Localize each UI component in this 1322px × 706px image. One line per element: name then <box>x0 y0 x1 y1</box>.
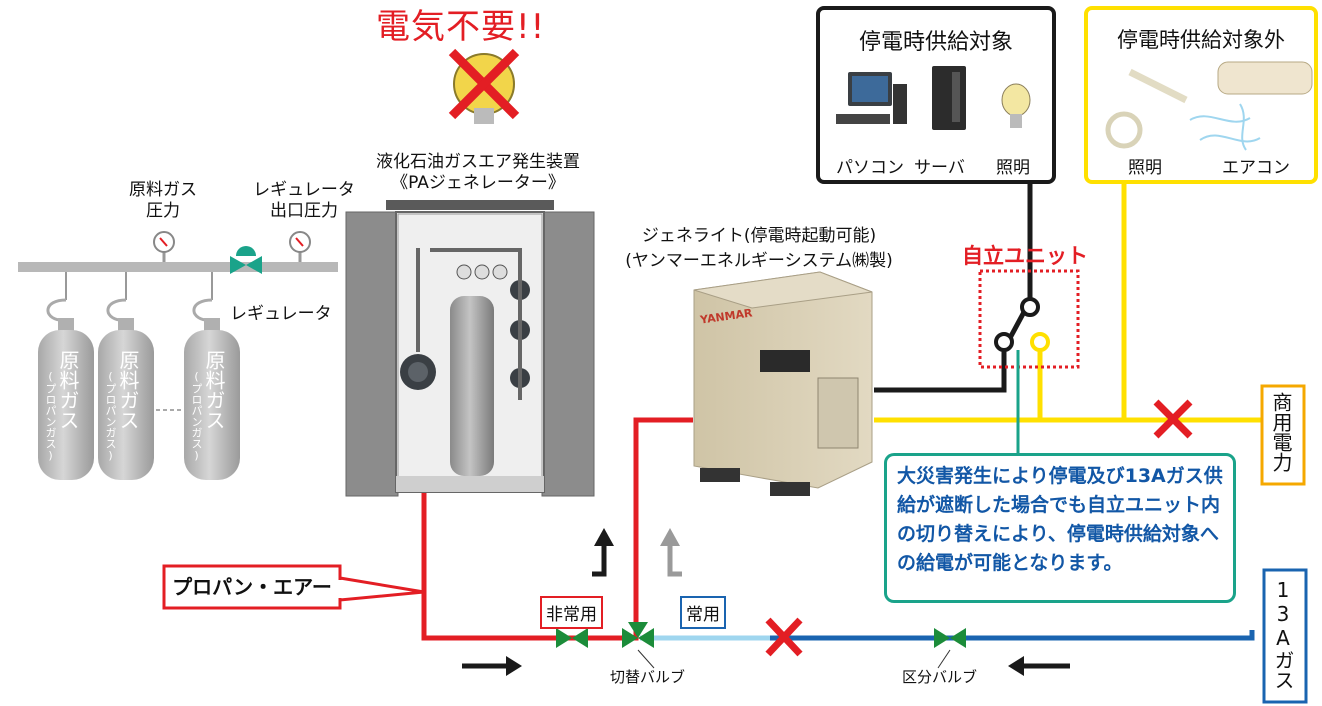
backup-item-server: サーバ <box>914 158 965 178</box>
section-valve-icon <box>934 628 966 648</box>
light-bulb-icon <box>1001 83 1031 128</box>
no-electricity-x-mark <box>448 48 520 120</box>
power-cut-x-mark <box>1153 399 1193 439</box>
emergency-flow-arrow <box>592 528 614 577</box>
switch-contact-left <box>994 332 1014 352</box>
gas-cut-x-mark <box>765 617 803 657</box>
air-conditioner-icon <box>1189 61 1313 151</box>
pc-icon <box>836 72 907 124</box>
generator-label-line2: (ヤンマーエネルギーシステム㈱製) <box>625 250 893 271</box>
commercial-power-line <box>874 182 1262 423</box>
switch-contact-top <box>1020 297 1040 317</box>
switch-contact-right <box>1030 332 1050 352</box>
emergency-tag: 非常用 <box>540 596 603 629</box>
generator-unit <box>693 271 873 496</box>
cylinder-3-label: 原料ガス <box>202 350 226 430</box>
no-electricity-label: 電気不要!! <box>376 7 546 47</box>
commercial-power-label: 商用電力 <box>1269 392 1293 472</box>
backup-item-light: 照明 <box>996 158 1030 178</box>
device-title-line2: 《PAジェネレーター》 <box>391 173 565 194</box>
flow-arrow-right <box>462 656 522 676</box>
emergency-valve <box>556 628 588 648</box>
generator-label-line1: ジェネライト(停電時起動可能) <box>641 226 877 246</box>
cylinder-1-label: 原料ガス <box>56 350 80 430</box>
device-title-line1: 液化石油ガスエア発生装置 <box>376 152 580 172</box>
generator-label: ジェネライト(停電時起動可能) (ヤンマーエネルギーシステム㈱製) <box>614 224 904 273</box>
reg-pressure-line1: レギュレータ <box>253 180 355 200</box>
pa-generator-cabinet <box>345 200 595 497</box>
cylinder-3-sublabel: (プロパンガス) <box>190 370 203 462</box>
backup-target-title: 停電時供給対象 <box>858 30 1013 55</box>
gas-13a-label: 13Aガス <box>1271 578 1295 690</box>
backup-item-pc: パソコン <box>836 158 904 178</box>
normal-flow-arrow <box>660 528 682 577</box>
gas-13a-box <box>1262 568 1308 704</box>
raw-gas-pressure-label: 原料ガス 圧力 <box>118 180 208 223</box>
flow-arrow-left <box>1008 656 1070 676</box>
non-target-item-light: 照明 <box>1128 158 1162 178</box>
raw-pressure-line2: 圧力 <box>146 201 180 222</box>
propane-air-callout-gap <box>338 580 343 598</box>
propane-air-pointer <box>338 576 425 602</box>
fluorescent-lamp-icon <box>1105 68 1188 149</box>
non-target-item-aircon: エアコン <box>1222 158 1290 178</box>
section-valve-pointer <box>937 649 951 669</box>
autonomous-unit-box <box>978 269 1080 369</box>
propane-air-label: プロパン・エアー <box>172 575 332 599</box>
switch-valve-icon <box>622 622 654 648</box>
server-icon <box>932 66 966 130</box>
device-title: 液化石油ガスエア発生装置 《PAジェネレーター》 <box>358 152 598 195</box>
disaster-note: 大災害発生により停電及び13Aガス供給が遮断した場合でも自立ユニット内の切り替え… <box>884 453 1236 603</box>
propane-air-callout <box>162 564 342 610</box>
autonomous-unit-label: 自立ユニット <box>962 244 1088 268</box>
cylinder-1-sublabel: (プロパンガス) <box>44 370 57 462</box>
raw-pressure-line1: 原料ガス <box>129 180 197 200</box>
backup-power-line <box>874 182 1033 393</box>
switch-valve-pointer <box>637 649 655 669</box>
non-target-title: 停電時供給対象外 <box>1117 28 1285 52</box>
regulator-valve <box>230 246 262 274</box>
cylinder-group <box>38 272 240 480</box>
cylinder-2-sublabel: (プロパンガス) <box>104 370 117 462</box>
reg-pressure-line2: 出口圧力 <box>270 201 338 222</box>
switch-valve-label: 切替バルブ <box>610 668 686 686</box>
normal-tag: 常用 <box>680 596 726 629</box>
commercial-power-box <box>1260 384 1306 486</box>
gas-13a-pipe <box>770 630 1255 641</box>
outlet-pressure-label: レギュレータ 出口圧力 <box>244 180 364 223</box>
regulator-label: レギュレータ <box>230 304 332 324</box>
header-pipe <box>18 231 338 272</box>
section-valve-label: 区分バルブ <box>902 668 978 686</box>
cylinder-2-label: 原料ガス <box>116 350 140 430</box>
